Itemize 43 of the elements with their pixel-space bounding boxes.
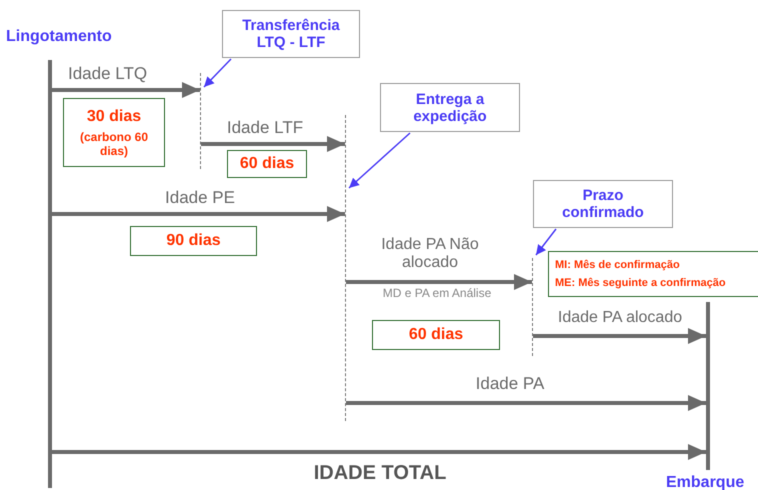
duration-arrow	[533, 328, 706, 344]
callout-box	[222, 10, 360, 58]
duration-value: 60 dias	[408, 326, 464, 344]
milestone-label: Lingotamento	[6, 28, 113, 46]
edge-label: Idade PE	[164, 188, 236, 208]
duration-value: 90 dias	[166, 232, 221, 250]
callout-box	[380, 83, 520, 132]
duration-arrow	[52, 444, 706, 460]
duration-arrow	[346, 395, 706, 411]
duration-box	[372, 320, 500, 350]
note-text: MI: Mês de confirmação	[555, 259, 680, 271]
duration-arrow	[52, 82, 200, 98]
edge-label: Idade PA	[474, 374, 546, 394]
duration-value: 30 dias	[86, 108, 142, 126]
duration-box	[63, 98, 165, 167]
duration-value: 60 dias	[240, 155, 294, 173]
milestone-label: Embarque	[666, 474, 746, 490]
dashed-marker-line	[532, 258, 533, 356]
duration-box	[227, 150, 307, 178]
pointer-arrow	[535, 228, 557, 256]
edge-label: Idade PA Não alocado	[380, 236, 480, 273]
dashed-marker-line	[345, 115, 346, 421]
callout-text: Entrega a expedição	[412, 90, 488, 124]
duration-note: (carbono 60 dias)	[78, 130, 149, 158]
callout-box	[533, 180, 673, 228]
dashed-marker-line	[200, 73, 201, 169]
edge-label: IDADE TOTAL	[312, 462, 448, 485]
edge-label: Idade LTQ	[68, 64, 148, 84]
duration-box	[548, 251, 758, 297]
pointer-arrow	[203, 58, 232, 88]
edge-label: Idade LTF	[226, 118, 304, 138]
duration-arrow	[201, 136, 345, 152]
pointer-arrow	[348, 132, 410, 189]
note-text: ME: Mês seguinte a confirmação	[555, 277, 726, 289]
duration-arrow	[52, 206, 345, 222]
timeline-bar	[706, 302, 710, 470]
duration-box	[130, 226, 257, 256]
duration-arrow	[346, 274, 532, 290]
timeline-bar	[48, 60, 52, 488]
callout-text: Prazo confirmado	[561, 187, 645, 221]
callout-text: Transferência LTQ - LTF	[241, 17, 341, 51]
edge-label: Idade PA alocado	[556, 309, 684, 328]
note-text: MD e PA em Análise	[382, 287, 492, 301]
